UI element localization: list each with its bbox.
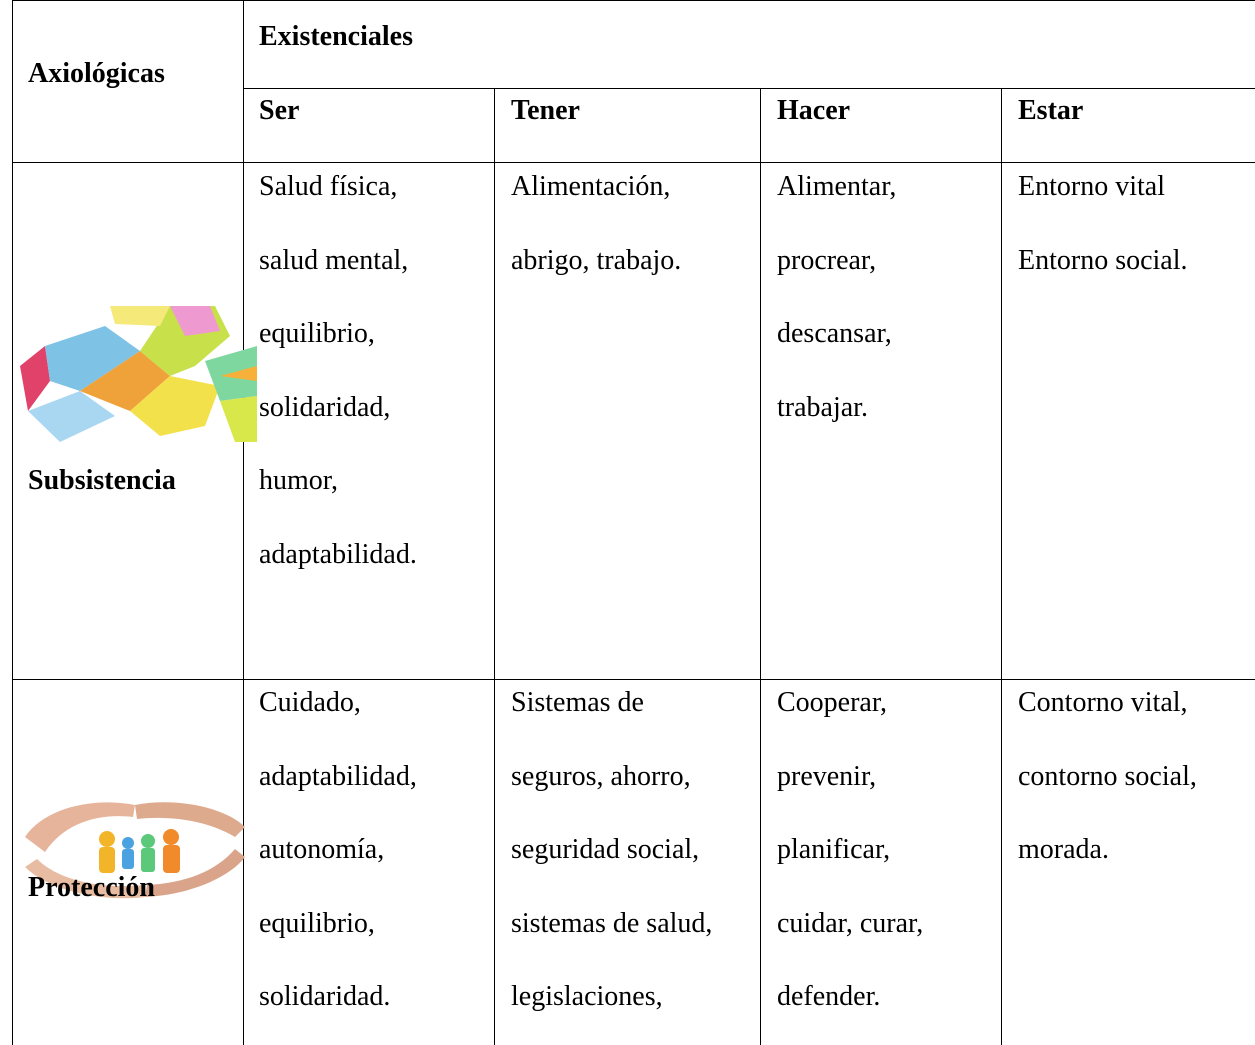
column-header-ser: Ser [259,95,300,126]
column-header-tener: Tener [511,95,580,126]
row-label-subsistencia: Subsistencia [28,465,176,496]
colorful-hands-icon [20,306,257,442]
cell-line: solidaridad, [259,391,391,423]
cell-line: equilibrio, [259,907,375,939]
cell-line: adaptabilidad, [259,760,417,792]
cell-line: prevenir, [777,760,877,792]
cell-line: defender. [777,981,881,1013]
subheader-divider [243,88,1255,89]
protective-hands-family-icon [25,802,245,899]
row-label-proteccion: Protección [28,872,155,903]
group-label: Existenciales [259,21,413,52]
cell-line: trabajar. [777,391,868,423]
cell-line: Salud física, [259,171,398,202]
cell-line: equilibrio, [259,318,375,350]
cell-line: solidaridad. [259,981,391,1013]
cell-line: Sistemas de [511,687,644,718]
cell-subsistencia-hacer: Alimentar, procrear, descansar, trabajar… [777,150,896,444]
cell-line: seguros, ahorro, [511,760,691,792]
cell-line: morada. [1018,834,1109,866]
column-header-hacer: Hacer [777,95,851,126]
cell-line: adaptabilidad. [259,538,417,570]
cell-line: salud mental, [259,244,409,276]
cell-line: humor, [259,465,338,497]
cell-line: planificar, [777,834,891,866]
cell-line: descansar, [777,318,892,350]
cell-line: sistemas de salud, [511,907,713,939]
cell-line: abrigo, trabajo. [511,244,682,276]
column-header-estar: Estar [1018,95,1084,126]
cell-line: Contorno vital, [1018,687,1188,718]
cell-proteccion-estar: Contorno vital, contorno social, morada. [1018,666,1197,887]
row-divider [12,679,1255,680]
cell-proteccion-hacer: Cooperar, prevenir, planificar, cuidar, … [777,666,923,1034]
cell-line: cuidar, curar, [777,907,924,939]
table-top-border [12,0,1255,1]
cell-line: Entorno vital [1018,171,1165,202]
cell-line: Entorno social. [1018,244,1188,276]
header-bottom-border [12,162,1255,163]
cell-proteccion-ser: Cuidado, adaptabilidad, autonomía, equil… [259,666,417,1034]
cell-subsistencia-tener: Alimentación, abrigo, trabajo. [511,150,681,297]
cell-line: Cooperar, [777,687,888,718]
table-left-border [12,0,13,1045]
cell-line: seguridad social, [511,834,700,866]
cell-line: Cuidado, [259,687,361,718]
cell-line: procrear, [777,244,877,276]
cell-line: contorno social, [1018,760,1197,792]
cell-line: autonomía, [259,834,385,866]
cell-subsistencia-ser: Salud física, salud mental, equilibrio, … [259,150,417,592]
tener-hacer-divider [760,88,761,1045]
cell-subsistencia-estar: Entorno vital Entorno social. [1018,150,1188,297]
cell-proteccion-tener: Sistemas de seguros, ahorro, seguridad s… [511,666,712,1034]
cell-line: Alimentación, [511,171,671,202]
ser-tener-divider [494,88,495,1045]
hacer-estar-divider [1001,88,1002,1045]
label-column-divider [243,0,244,1045]
cell-line: legislaciones, [511,981,663,1013]
cell-line: Alimentar, [777,171,897,202]
corner-label: Axiológicas [28,58,165,89]
